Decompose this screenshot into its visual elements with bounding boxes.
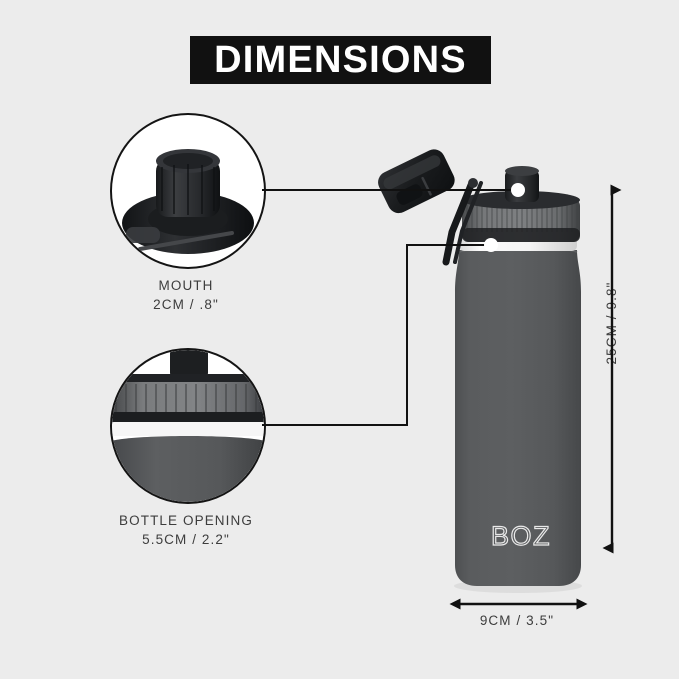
callout-mouth-circle <box>110 113 266 269</box>
brand-logo: BOZ <box>491 521 551 551</box>
mouth-side-tab <box>126 227 160 243</box>
bottle-opening-detail-art <box>112 350 264 502</box>
lid-hinge-arm-inner <box>453 181 483 264</box>
leader-dot-mouth <box>511 183 525 197</box>
page-title: DIMENSIONS <box>214 39 467 81</box>
lid-hinge-arm <box>442 181 475 266</box>
leader-line-opening <box>262 244 491 426</box>
width-dimension-label: 9CM / 3.5" <box>479 613 555 628</box>
callout-opening-title: BOTTLE OPENING <box>119 513 253 528</box>
callout-mouth-label: MOUTH 2CM / .8" <box>106 276 266 314</box>
callout-opening-measurement: 5.5CM / 2.2" <box>142 532 230 547</box>
spout-top <box>505 166 539 176</box>
callout-opening-label: BOTTLE OPENING 5.5CM / 2.2" <box>96 511 276 549</box>
flip-lid-top-facet <box>383 155 441 190</box>
opening-spout-stub <box>170 350 208 378</box>
opening-gasket-ring <box>112 422 264 436</box>
mouth-lever-bar <box>138 231 234 251</box>
callout-mouth-title: MOUTH <box>158 278 214 293</box>
lid-hinge-pivot <box>468 178 478 188</box>
mouth-detail-art <box>122 149 254 254</box>
opening-lower-band <box>112 412 264 424</box>
page-title-banner: DIMENSIONS <box>190 36 491 84</box>
mouth-plug-top-inner <box>163 153 213 169</box>
bottle-body <box>455 250 581 586</box>
callout-mouth-measurement: 2CM / .8" <box>153 297 219 312</box>
leader-dot-opening <box>484 238 498 252</box>
flip-lid-groove <box>421 176 432 196</box>
callout-opening-circle <box>110 348 266 504</box>
mouth-plug-ridges <box>161 164 215 215</box>
